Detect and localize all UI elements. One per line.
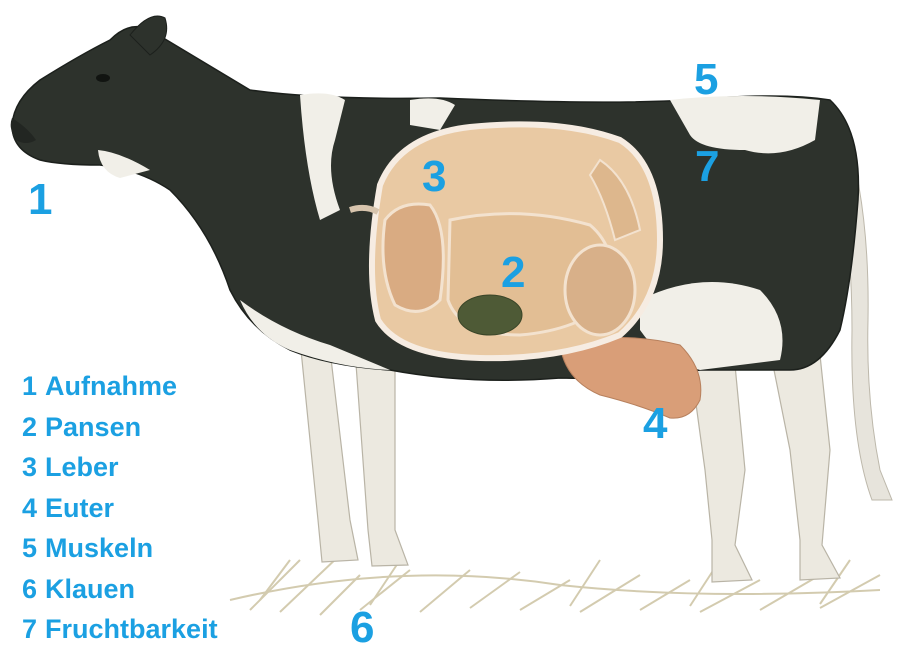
legend-label: Euter xyxy=(45,495,114,522)
legend-number: 1 xyxy=(22,373,37,400)
marker-7: 7 xyxy=(695,145,719,189)
legend-item: 7 Fruchtbarkeit xyxy=(22,616,218,657)
legend-item: 4 Euter xyxy=(22,495,218,536)
legend-number: 4 xyxy=(22,495,37,522)
legend-item: 5 Muskeln xyxy=(22,535,218,576)
legend-label: Aufnahme xyxy=(45,373,177,400)
marker-4: 4 xyxy=(643,402,667,446)
legend-label: Muskeln xyxy=(45,535,153,562)
legend-label: Leber xyxy=(45,454,119,481)
legend-item: 2 Pansen xyxy=(22,414,218,455)
marker-3: 3 xyxy=(422,155,446,199)
legend-number: 3 xyxy=(22,454,37,481)
eye xyxy=(96,74,110,82)
legend-label: Pansen xyxy=(45,414,141,441)
organ-cutaway xyxy=(350,124,660,358)
legend-number: 7 xyxy=(22,616,37,643)
marker-2: 2 xyxy=(501,251,525,295)
legend-label: Klauen xyxy=(45,576,135,603)
legend-item: 6 Klauen xyxy=(22,576,218,617)
legend-label: Fruchtbarkeit xyxy=(45,616,218,643)
marker-5: 5 xyxy=(694,58,718,102)
legend-number: 2 xyxy=(22,414,37,441)
marker-1: 1 xyxy=(28,178,52,222)
legend: 1 Aufnahme 2 Pansen 3 Leber 4 Euter 5 Muskeln… xyxy=(22,373,218,657)
marker-6: 6 xyxy=(350,606,374,650)
legend-item: 3 Leber xyxy=(22,454,218,495)
legend-number: 5 xyxy=(22,535,37,562)
legend-number: 6 xyxy=(22,576,37,603)
straw-ground xyxy=(230,555,880,615)
legend-item: 1 Aufnahme xyxy=(22,373,218,414)
